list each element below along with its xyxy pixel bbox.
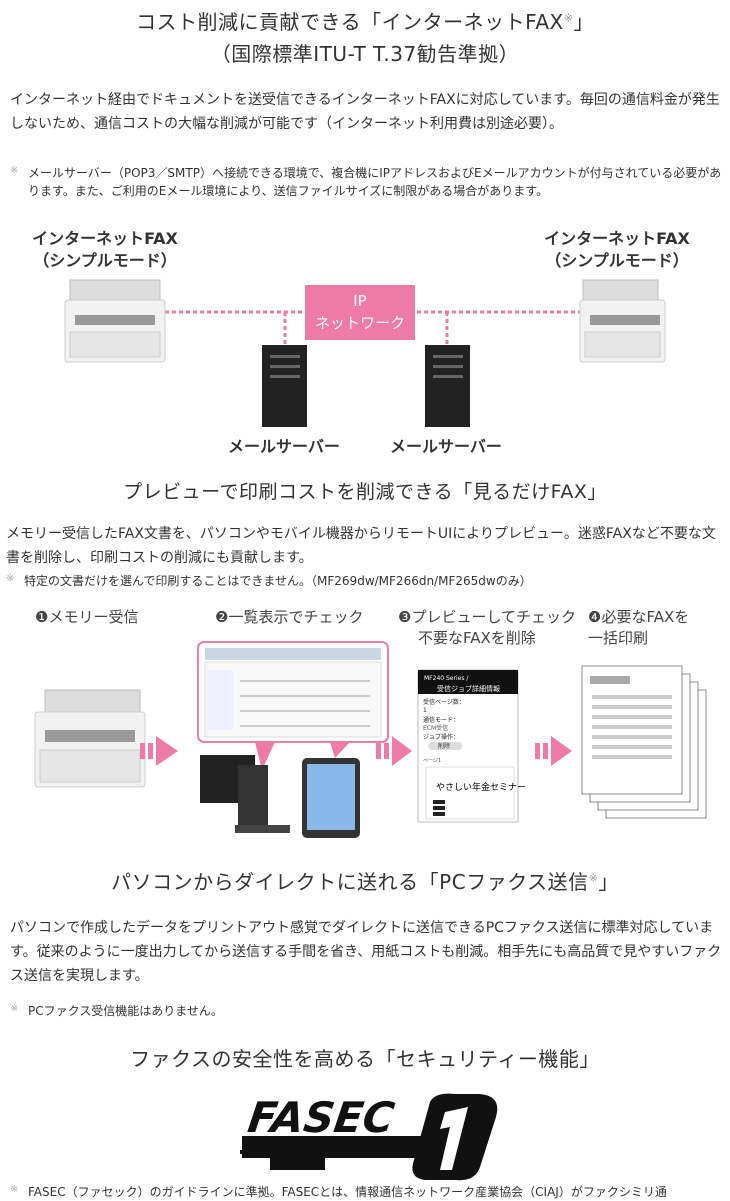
server-icon-right [425,345,470,427]
section1-title: コスト削減に貢献できる「インターネットFAX※」 [136,10,594,34]
section4-title: ファクスの安全性を高める「セキュリティー機能」 [130,1047,600,1071]
svg-text:ジョブ操作：: ジョブ操作： [423,733,459,741]
step-4-label: ❹必要なFAXを一括印刷 [588,608,690,647]
tablet-icon [302,758,360,838]
printer-icon-right [579,279,666,363]
svg-text:受信ジョブ詳細情報: 受信ジョブ詳細情報 [437,684,500,693]
mail-server-right-label: メールサーバー [390,437,502,456]
svg-text:FASEC: FASEC [245,1093,397,1142]
right-device-label: インターネットFAX（シンプルモード） [544,229,690,270]
mail-server-left-label: メールサーバー [228,437,340,456]
server-icon-left [262,345,307,427]
section3-paragraph: パソコンで作成したデータをプリントアウト感覚でダイレクトに送信できるPCファクス… [10,920,722,984]
arrow-icon [140,736,178,766]
svg-text:ページ1: ページ1 [423,758,441,764]
svg-text:削除: 削除 [438,742,450,750]
section1-paragraph: インターネット経由でドキュメントを送受信できるインターネットFAXに対応していま… [10,92,720,132]
printer-icon-left [64,279,166,363]
svg-text:MF240 Series /: MF240 Series / [424,675,469,682]
step-3-label: ❸プレビューしてチェック不要なFAXを削除 [398,608,577,647]
preview-fax-illustration: MF240 Series / 受信ジョブ詳細情報 受信ページ数：1 通信モード：EC… [34,641,707,838]
printer-icon [34,689,146,788]
section2-note: ※特定の文書だけを選んで印刷することはできません。（MF269dw/MF266d… [6,573,532,588]
fasec-logo: FASEC [240,1093,498,1181]
printed-pages-icon [581,665,707,819]
section3-title: パソコンからダイレクトに送れる「PCファクス送信※」 [111,870,619,894]
svg-text:1: 1 [423,707,427,714]
section2-title: プレビューで印刷コストを削減できる「見るだけFAX」 [123,481,607,503]
network-lines [64,279,666,427]
section4-note: ※FASEC（ファセック）のガイドラインに準拠。FASECとは、情報通信ネットワ… [10,1184,667,1199]
arrow-icon [376,736,412,766]
svg-text:通信モード：: 通信モード： [423,716,459,724]
section3-note: ※PCファクス受信機能はありません。 [10,1003,223,1018]
internet-fax-diagram: インターネットFAX（シンプルモード） インターネットFAX（シンプルモード） … [0,220,730,460]
computer-icon [200,755,290,833]
svg-text:やさしい年金セミナー: やさしい年金セミナー [436,781,526,793]
step-1-label: ❶メモリー受信 [35,608,139,626]
section2-paragraph: メモリー受信したFAX文書を、パソコンやモバイル機器からリモートUIによりプレビ… [6,526,716,566]
svg-text:受信ページ数：: 受信ページ数： [423,698,465,706]
section1-note: ※メールサーバー（POP3／SMTP）へ接続できる環境で、複合機にIPアドレスお… [10,165,722,198]
browser-screenshot [197,641,389,770]
svg-text:ECM受信: ECM受信 [423,724,448,732]
section1-subtitle: （国際標準ITU-T T.37勧告準拠） [210,42,520,66]
left-device-label: インターネットFAX（シンプルモード） [32,229,178,270]
arrow-icon [535,736,572,766]
phone-screen: MF240 Series / 受信ジョブ詳細情報 受信ページ数：1 通信モード：EC… [417,669,526,823]
step-2-label: ❷一覧表示でチェック [215,608,364,626]
